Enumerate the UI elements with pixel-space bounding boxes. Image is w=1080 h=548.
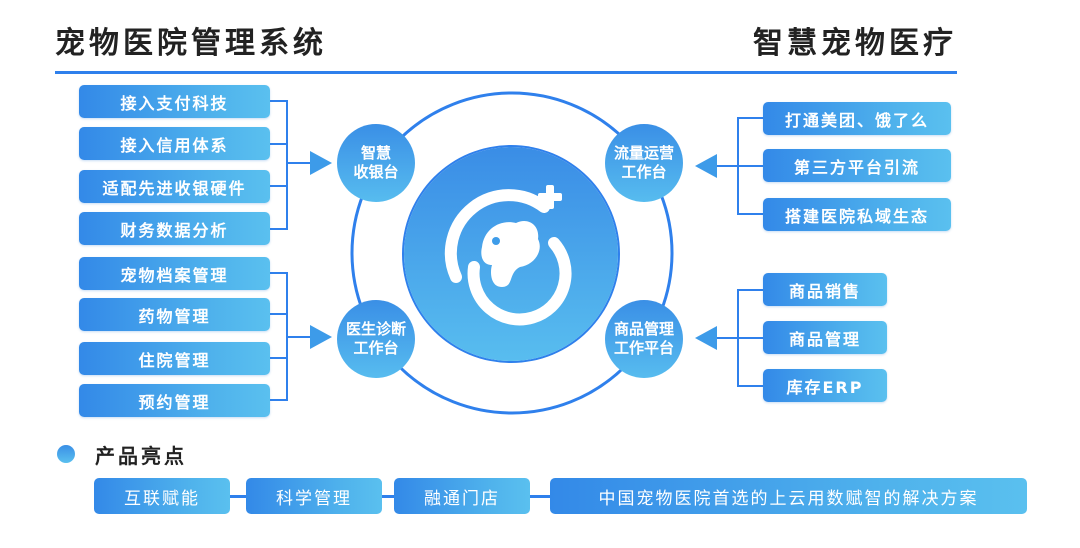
cashier-item-credit: 接入信用体系 xyxy=(79,127,270,160)
highlights-title: 产品亮点 xyxy=(95,444,187,468)
node-label: 商品管理 xyxy=(613,320,674,338)
diagnosis-item-medicine: 药物管理 xyxy=(79,298,270,331)
goods-arrow-icon xyxy=(695,326,717,350)
node-smart-cashier: 智慧 收银台 xyxy=(337,124,415,202)
diagnosis-item-records: 宠物档案管理 xyxy=(79,257,270,290)
node-label: 收银台 xyxy=(353,163,399,181)
highlight-store-integration: 融通门店 xyxy=(394,478,530,514)
highlight-connector xyxy=(382,495,394,498)
goods-item-management: 商品管理 xyxy=(763,321,887,354)
traffic-bracket xyxy=(717,117,763,215)
node-label: 工作台 xyxy=(621,163,667,181)
goods-item-erp: 库存ERP xyxy=(763,369,887,402)
cashier-item-hardware: 适配先进收银硬件 xyxy=(79,170,270,203)
node-goods-platform: 商品管理 工作平台 xyxy=(605,300,683,378)
highlight-solution: 中国宠物医院首选的上云用数赋智的解决方案 xyxy=(550,478,1027,514)
cashier-arrow-icon xyxy=(310,151,332,175)
diagnosis-item-inpatient: 住院管理 xyxy=(79,342,270,375)
node-traffic-workbench: 流量运营 工作台 xyxy=(605,124,683,202)
page-subtitle: 智慧宠物医疗 xyxy=(753,26,957,61)
node-diagnosis-workbench: 医生诊断 工作台 xyxy=(337,300,415,378)
cashier-bracket xyxy=(270,100,310,230)
page-title: 宠物医院管理系统 xyxy=(55,26,327,61)
traffic-item-third-party: 第三方平台引流 xyxy=(763,149,951,182)
node-label: 工作平台 xyxy=(613,339,674,357)
node-label: 医生诊断 xyxy=(345,320,406,338)
node-label: 工作台 xyxy=(353,339,399,357)
goods-bracket xyxy=(717,289,763,387)
traffic-item-private-domain: 搭建医院私域生态 xyxy=(763,198,951,231)
highlight-scientific-management: 科学管理 xyxy=(246,478,382,514)
node-label: 智慧 xyxy=(360,144,391,162)
highlight-interconnect: 互联赋能 xyxy=(94,478,230,514)
diagnosis-bracket xyxy=(270,272,310,401)
section-bullet-icon xyxy=(57,445,75,463)
center-logo xyxy=(404,147,618,361)
diagnosis-arrow-icon xyxy=(310,325,332,349)
traffic-arrow-icon xyxy=(695,154,717,178)
highlight-connector xyxy=(530,495,550,498)
pet-hospital-logo-icon xyxy=(444,185,572,326)
highlight-connector xyxy=(230,495,246,498)
node-label: 流量运营 xyxy=(613,144,674,162)
outer-ring xyxy=(350,91,674,415)
goods-item-sales: 商品销售 xyxy=(763,273,887,306)
header-divider xyxy=(55,71,957,74)
traffic-item-meituan: 打通美团、饿了么 xyxy=(763,102,951,135)
cashier-item-payment: 接入支付科技 xyxy=(79,85,270,118)
diagnosis-item-appointment: 预约管理 xyxy=(79,384,270,417)
cashier-item-finance: 财务数据分析 xyxy=(79,212,270,245)
